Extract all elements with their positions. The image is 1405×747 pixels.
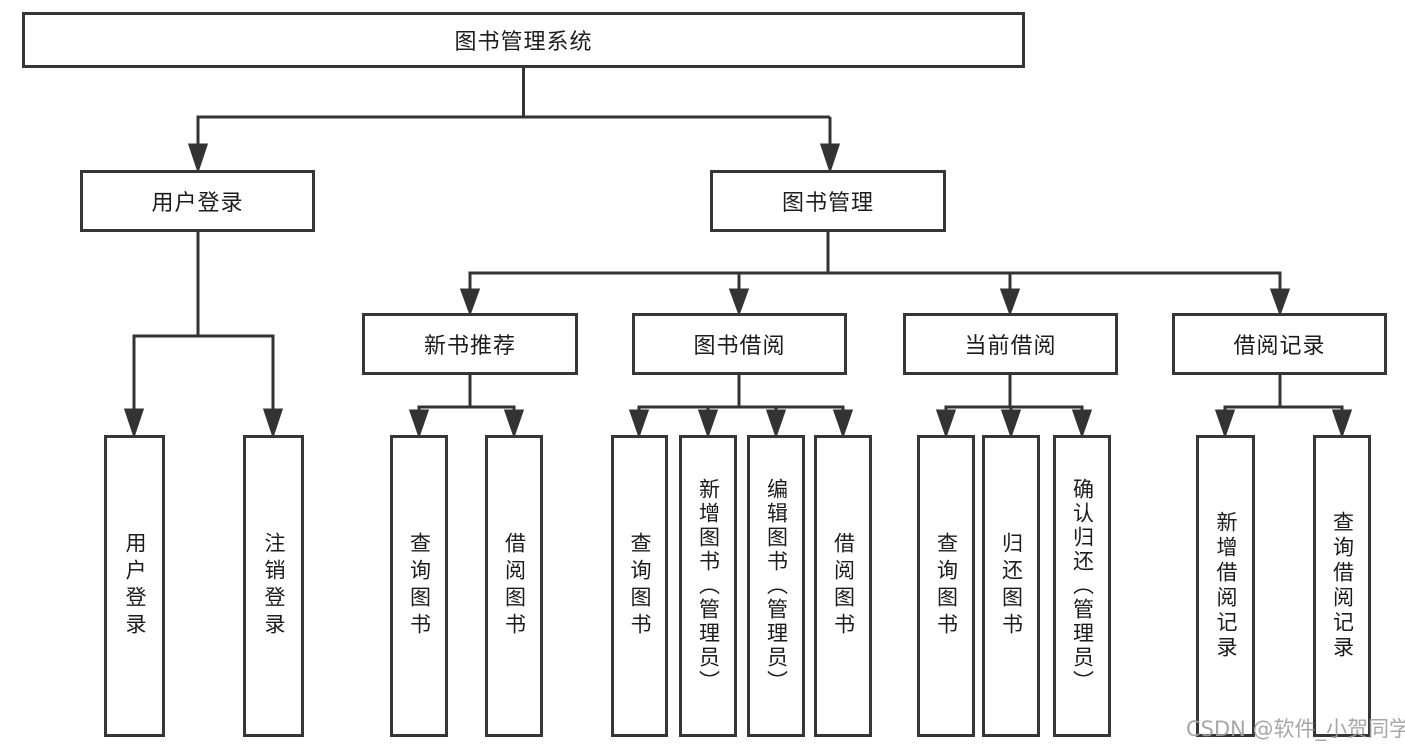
leaf-records-query: 查询借阅记录 [1313, 435, 1371, 737]
leaf-newbook-borrow-label: 借阅图书 [502, 532, 527, 640]
leaf-borrow-edit: 编辑图书（管理员） [747, 435, 805, 737]
leaf-current-return: 归还图书 [982, 435, 1040, 737]
connector-book-mgmt-to-level3 [459, 232, 1291, 317]
leaf-borrow-edit-label: 编辑图书（管理员） [764, 478, 789, 694]
leaf-current-return-label: 归还图书 [999, 532, 1024, 640]
leaf-records-add-label: 新增借阅记录 [1214, 511, 1238, 661]
node-book-mgmt-label: 图书管理 [781, 191, 874, 216]
leaf-records-query-label: 查询借阅记录 [1330, 511, 1355, 661]
connector-new-book-to-leaves [408, 373, 525, 439]
node-borrow-records-label: 借阅记录 [1233, 334, 1326, 359]
leaf-current-query-label: 查询图书 [934, 532, 959, 640]
leaf-current-confirm-return: 确认归还（管理员） [1053, 435, 1111, 737]
leaf-borrow-query-label: 查询图书 [628, 532, 652, 640]
leaf-logout: 注销登录 [243, 435, 304, 737]
node-user-login: 用户登录 [80, 170, 315, 232]
connector-current-borrow-to-leaves [935, 373, 1093, 439]
connector-borrow-records-to-leaves [1214, 373, 1353, 439]
node-current-borrow-label: 当前借阅 [964, 334, 1057, 359]
leaf-newbook-query-label: 查询图书 [407, 532, 432, 640]
node-book-borrow: 图书借阅 [632, 313, 847, 375]
node-user-login-label: 用户登录 [151, 191, 244, 216]
node-borrow-records: 借阅记录 [1172, 313, 1387, 375]
connector-user-login-to-leaves [123, 232, 284, 439]
leaf-user-login-label: 用户登录 [123, 532, 147, 640]
node-book-borrow-label: 图书借阅 [693, 334, 786, 359]
connector-root-to-level2 [187, 68, 841, 174]
csdn-watermark: CSDN @软件_小贺同学 [1186, 717, 1405, 741]
node-current-borrow: 当前借阅 [903, 313, 1118, 375]
leaf-current-confirm-return-label: 确认归还（管理员） [1070, 478, 1095, 694]
leaf-user-login: 用户登录 [104, 435, 165, 737]
leaf-records-add: 新增借阅记录 [1196, 435, 1255, 737]
leaf-newbook-query: 查询图书 [390, 435, 448, 737]
node-new-book: 新书推荐 [362, 313, 578, 375]
leaf-borrow-book-label: 借阅图书 [831, 532, 856, 640]
node-new-book-label: 新书推荐 [423, 334, 516, 359]
leaf-borrow-add: 新增图书（管理员） [679, 435, 737, 737]
leaf-borrow-query: 查询图书 [611, 435, 668, 737]
leaf-borrow-add-label: 新增图书（管理员） [696, 478, 721, 694]
node-root-label: 图书管理系统 [454, 30, 593, 55]
node-root: 图书管理系统 [22, 12, 1025, 68]
leaf-current-query: 查询图书 [917, 435, 975, 737]
leaf-logout-label: 注销登录 [262, 532, 286, 640]
node-book-mgmt: 图书管理 [710, 170, 946, 232]
leaf-newbook-borrow: 借阅图书 [485, 435, 543, 737]
connector-book-borrow-to-leaves [628, 373, 854, 439]
leaf-borrow-book: 借阅图书 [814, 435, 872, 737]
